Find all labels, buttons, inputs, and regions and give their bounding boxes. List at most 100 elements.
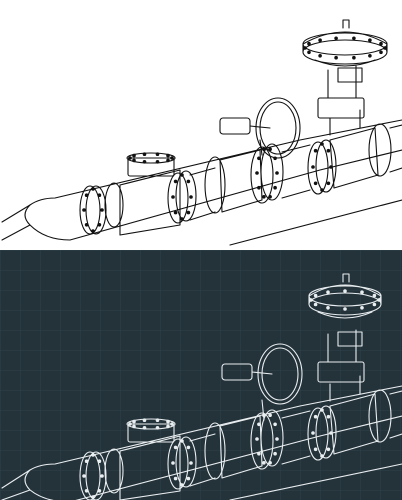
flange-bolt xyxy=(311,165,315,169)
flange-bolt xyxy=(171,195,175,199)
flange-bolt xyxy=(132,419,136,424)
flange-bolt xyxy=(189,195,193,199)
flange-bolt xyxy=(180,483,184,487)
flange-bolt xyxy=(273,451,277,456)
flange-bolt xyxy=(166,153,170,158)
flange-bolt xyxy=(82,474,86,478)
flange-bolt xyxy=(307,41,311,46)
flange-bolt xyxy=(91,495,95,499)
flange-bolt xyxy=(268,461,272,465)
flange-bolt xyxy=(84,193,89,197)
flange-bolt xyxy=(372,302,377,307)
flange-bolt xyxy=(326,306,330,310)
flange-bolt xyxy=(352,36,356,41)
flange-bolt xyxy=(173,476,178,481)
pipeline-drawing-dark xyxy=(0,250,402,500)
flange-bolt xyxy=(368,54,372,58)
flange-bolt xyxy=(142,152,147,156)
flange-bolt xyxy=(186,179,191,184)
flange-bolt xyxy=(334,36,338,41)
flange-bolt xyxy=(84,459,89,463)
flange-bolt xyxy=(379,50,383,55)
flange-bolt xyxy=(343,289,347,293)
flange-bolt xyxy=(268,147,272,151)
flange-bolt xyxy=(186,210,191,215)
flange-bolt xyxy=(142,160,147,164)
flange-bolt xyxy=(170,422,174,426)
flange-bolt xyxy=(275,437,279,441)
flange-bolt xyxy=(171,461,175,465)
flange-bolt xyxy=(307,50,311,55)
flange-bolt xyxy=(132,153,136,158)
flange-bolt xyxy=(262,147,266,151)
flange-bolt xyxy=(360,306,364,310)
flange-bolt xyxy=(255,437,259,441)
flange-bolt xyxy=(82,208,86,212)
flange-bolt xyxy=(84,223,89,227)
flange-bolt xyxy=(128,156,132,160)
flange-bolt xyxy=(186,476,191,481)
flange-bolt xyxy=(166,158,170,163)
flange-bolt xyxy=(170,156,174,160)
flange-bolt xyxy=(132,424,136,429)
flange-bolt xyxy=(329,431,333,435)
flange-bolt xyxy=(166,424,170,429)
flange-bolt xyxy=(262,195,266,199)
flange-bolt xyxy=(377,298,381,302)
flange-bolt xyxy=(180,173,184,177)
flange-bolt xyxy=(273,185,277,190)
flange-bolt xyxy=(352,55,356,60)
flange-bolt xyxy=(326,447,331,452)
flange-bolt xyxy=(311,431,315,435)
blueprint-grid xyxy=(0,250,402,500)
flange-bolt xyxy=(97,459,102,463)
light-blueprint-panel xyxy=(1,19,402,246)
flange-bolt xyxy=(155,418,160,422)
flange-bolt xyxy=(313,181,318,186)
flange-bolt xyxy=(97,193,102,197)
flange-bolt xyxy=(155,160,160,164)
flange-bolt xyxy=(257,185,261,190)
flange-bolt xyxy=(189,461,193,465)
flange-bolt xyxy=(255,171,259,175)
flange-bolt xyxy=(329,165,333,169)
flange-bolt xyxy=(91,187,95,191)
flange-bolt xyxy=(100,208,104,212)
flange-bolt xyxy=(186,445,191,450)
flange-bolt xyxy=(100,474,104,478)
flange-bolt xyxy=(257,451,261,456)
flange-bolt xyxy=(84,489,89,493)
flange-bolt xyxy=(268,413,272,417)
flange-bolt xyxy=(320,188,324,192)
flange-bolt xyxy=(383,46,387,50)
flange-bolt xyxy=(155,152,160,156)
flange-bolt xyxy=(368,38,372,42)
flange-bolt xyxy=(318,38,322,42)
flange-bolt xyxy=(155,426,160,430)
flange-bolt xyxy=(379,41,383,46)
dark-blueprint-panel xyxy=(0,250,402,500)
flange-bolt xyxy=(257,422,261,427)
flange-bolt xyxy=(326,181,331,186)
flange-bolt xyxy=(273,422,277,427)
flange-bolt xyxy=(326,290,330,294)
flange-bolt xyxy=(320,454,324,458)
flange-bolt xyxy=(173,445,178,450)
flange-bolt xyxy=(180,439,184,443)
flange-bolt xyxy=(132,158,136,163)
flange-bolt xyxy=(262,461,266,465)
flange-bolt xyxy=(303,46,307,50)
flange-bolt xyxy=(320,142,324,146)
flange-bolt xyxy=(180,217,184,221)
flange-bolt xyxy=(343,307,347,311)
flange-bolt xyxy=(173,179,178,184)
flange-bolt xyxy=(313,293,318,298)
flange-bolt xyxy=(273,156,277,161)
flange-bolt xyxy=(268,195,272,199)
flange-bolt xyxy=(262,413,266,417)
flange-bolt xyxy=(318,54,322,58)
flange-bolt xyxy=(313,447,318,452)
flange-bolt xyxy=(334,55,338,60)
flange-bolt xyxy=(360,290,364,294)
flange-bolt xyxy=(142,418,147,422)
